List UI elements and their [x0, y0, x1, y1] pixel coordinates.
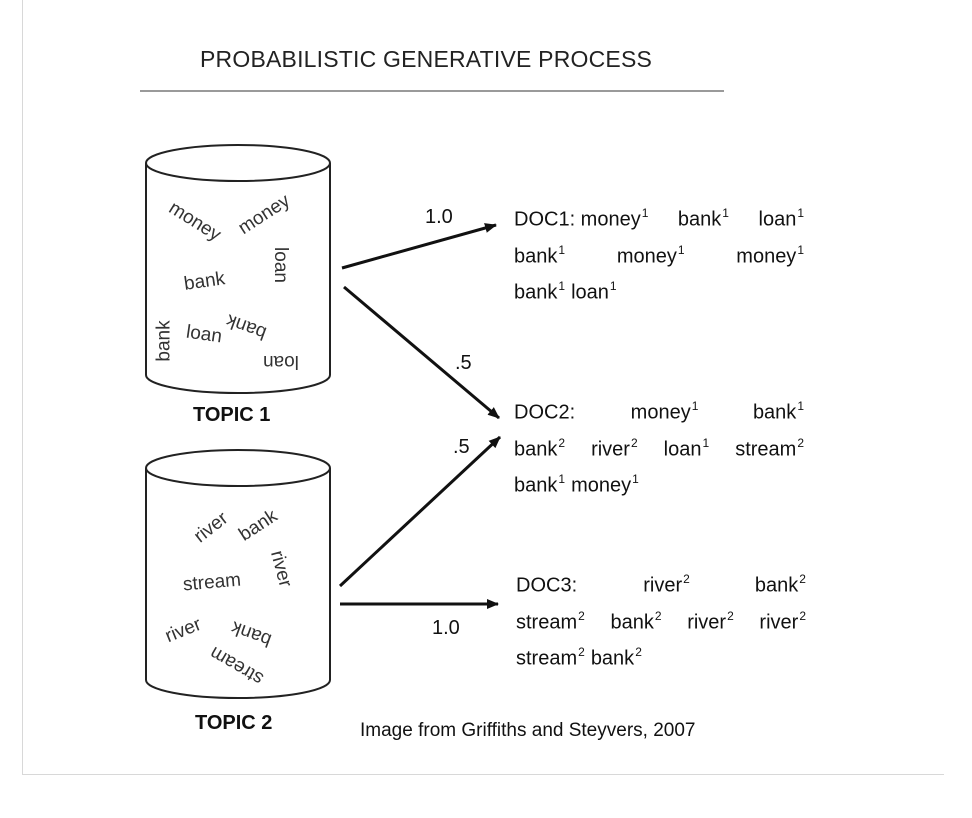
topic1-label: TOPIC 1	[193, 404, 271, 426]
arrow-topic1-doc1	[341, 223, 497, 270]
frame-border-left	[22, 0, 23, 775]
doc-line: bank1 money1	[514, 465, 804, 502]
doc-token: river2	[759, 608, 806, 634]
doc-token: stream2	[516, 645, 585, 670]
weight-topic1-doc1: 1.0	[425, 206, 453, 228]
doc-token: river2	[687, 608, 734, 634]
doc-token: bank1	[514, 472, 566, 497]
doc-token: river2	[591, 435, 638, 461]
doc-line: DOC1: money1 bank1 loan1	[514, 199, 804, 236]
image-credit: Image from Griffiths and Steyvers, 2007	[360, 720, 696, 741]
topic1-word: loan	[263, 351, 299, 372]
doc-token: loan1	[571, 279, 617, 304]
document-doc1: DOC1: money1 bank1 loan1 bank1 money1 mo…	[514, 199, 804, 309]
topic2-cylinder	[145, 449, 331, 699]
doc-token: money1	[571, 472, 639, 497]
doc-line: bank2 river2 loan1 stream2	[514, 429, 804, 466]
doc-token: river2	[643, 572, 690, 597]
weight-topic2-doc3: 1.0	[432, 617, 460, 639]
document-doc3: DOC3: river2 bank2 stream2 bank2 river2 …	[516, 565, 806, 675]
topic1-cylinder	[145, 144, 331, 394]
doc-token: bank1	[514, 242, 566, 268]
weight-topic1-doc2: .5	[455, 352, 472, 374]
doc-line: stream2 bank2	[516, 638, 806, 675]
topic1-word: loan	[269, 247, 291, 283]
doc-token: DOC2:	[514, 401, 576, 424]
diagram-title: PROBABILISTIC GENERATIVE PROCESS	[200, 46, 653, 72]
doc-token: money1	[630, 399, 699, 424]
doc-token: bank1	[677, 206, 729, 231]
doc-token: loan1	[663, 435, 710, 461]
doc-token: bank2	[590, 645, 642, 670]
doc-line: DOC3: river2 bank2	[516, 565, 806, 602]
doc-token: bank2	[610, 608, 662, 634]
doc-token: bank1	[752, 399, 804, 424]
doc-token: bank1	[514, 279, 566, 304]
doc-token: bank2	[754, 572, 806, 597]
arrow-topic2-doc2	[338, 435, 502, 588]
doc-token: DOC1: money1	[514, 206, 649, 231]
doc-line: bank1 money1 money1	[514, 236, 804, 273]
doc-line: stream2 bank2 river2 river2	[516, 602, 806, 639]
doc-token: DOC3:	[516, 574, 578, 597]
doc-token: stream2	[516, 608, 585, 634]
doc-token: stream2	[735, 435, 804, 461]
doc-token: money1	[736, 242, 804, 268]
arrow-topic1-doc2	[343, 285, 500, 420]
title-underline	[140, 90, 724, 92]
doc-token: loan1	[758, 206, 805, 231]
doc-token: bank2	[514, 435, 566, 461]
topic2-label: TOPIC 2	[195, 712, 273, 734]
document-doc2: DOC2: money1 bank1 bank2 river2 loan1 st…	[514, 392, 804, 502]
doc-line: DOC2: money1 bank1	[514, 392, 804, 429]
topic1-word: bank	[153, 320, 175, 362]
doc-token: money1	[616, 242, 685, 268]
doc-line: bank1 loan1	[514, 272, 804, 309]
weight-topic2-doc2: .5	[453, 436, 470, 458]
frame-border-bottom	[22, 774, 944, 775]
